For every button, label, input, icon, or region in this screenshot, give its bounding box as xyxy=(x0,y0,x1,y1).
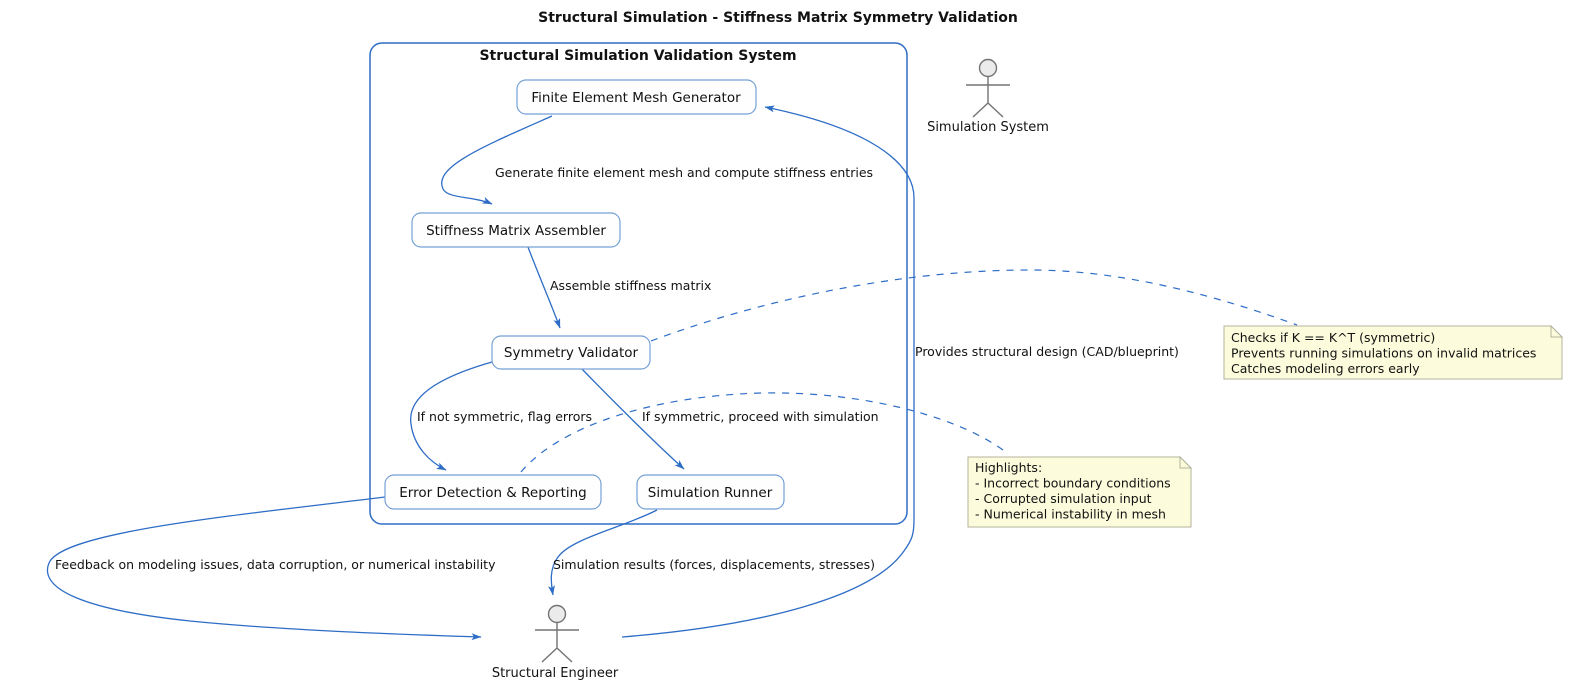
node-mesh-generator-box xyxy=(516,79,757,115)
node-matrix-assembler: Stiffness Matrix Assembler xyxy=(411,212,621,248)
node-mesh-generator-label: Finite Element Mesh Generator xyxy=(531,90,741,106)
system-container-border xyxy=(369,42,908,525)
note-error-line3: - Corrupted simulation input xyxy=(975,491,1152,506)
edge-generate-mesh xyxy=(441,115,553,205)
note-fold-icon xyxy=(1179,455,1193,469)
actor-structural-engineer-label: Structural Engineer xyxy=(492,666,619,681)
note-connectors xyxy=(520,269,1298,473)
note-validator-line1: Checks if K == K^T (symmetric) xyxy=(1231,330,1435,345)
edge-labels: Generate finite element mesh and compute… xyxy=(55,165,1179,572)
system-container: Structural Simulation Validation System xyxy=(369,42,908,525)
node-matrix-assembler-label: Stiffness Matrix Assembler xyxy=(426,223,606,239)
edge-label-assemble: Assemble stiffness matrix xyxy=(550,278,711,293)
actor-structural-engineer-head xyxy=(547,604,567,624)
node-symmetry-validator-box xyxy=(491,335,651,370)
edge-label-symmetric: If symmetric, proceed with simulation xyxy=(642,409,879,424)
note-fold-icon xyxy=(1550,324,1564,338)
node-symmetry-validator-label: Symmetry Validator xyxy=(504,345,639,361)
node-simulation-runner-label: Simulation Runner xyxy=(648,485,773,501)
edge-not-symmetric xyxy=(410,361,493,471)
edge-symmetric xyxy=(581,368,685,470)
note-validator-line3: Catches modeling errors early xyxy=(1231,361,1420,376)
node-error-detection: Error Detection & Reporting xyxy=(384,474,602,510)
diagram-title: Structural Simulation - Stiffness Matrix… xyxy=(538,10,1018,26)
edge-feedback xyxy=(46,496,482,641)
note-error-shape xyxy=(967,456,1192,528)
connector-validator-note xyxy=(650,269,1298,342)
actor-simulation-system-label: Simulation System xyxy=(927,120,1049,135)
actor-simulation-system: Simulation System xyxy=(927,58,1049,135)
edge-label-feedback: Feedback on modeling issues, data corrup… xyxy=(55,557,496,572)
actor-structural-engineer-body xyxy=(535,622,579,663)
edge-provides-design xyxy=(621,105,915,638)
edge-label-provides-design: Provides structural design (CAD/blueprin… xyxy=(915,344,1179,359)
edge-label-results: Simulation results (forces, displacement… xyxy=(553,557,875,572)
edge-label-generate-mesh: Generate finite element mesh and compute… xyxy=(495,165,873,180)
node-error-detection-box xyxy=(384,474,602,510)
note-validator-shape xyxy=(1223,325,1563,380)
edge-results xyxy=(547,509,658,596)
node-simulation-runner: Simulation Runner xyxy=(636,474,785,510)
note-error-highlights: Highlights: - Incorrect boundary conditi… xyxy=(967,455,1193,528)
node-error-detection-label: Error Detection & Reporting xyxy=(399,485,587,501)
node-symmetry-validator: Symmetry Validator xyxy=(491,335,651,370)
note-error-line2: - Incorrect boundary conditions xyxy=(975,476,1171,491)
note-error-line4: - Numerical instability in mesh xyxy=(975,507,1166,522)
node-matrix-assembler-box xyxy=(411,212,621,248)
edges xyxy=(46,105,915,641)
note-validator-line2: Prevents running simulations on invalid … xyxy=(1231,346,1536,361)
connector-error-note xyxy=(520,392,1008,473)
edge-label-not-symmetric: If not symmetric, flag errors xyxy=(417,409,592,424)
actor-simulation-system-head xyxy=(978,58,998,78)
system-container-title: Structural Simulation Validation System xyxy=(479,48,796,64)
actor-structural-engineer: Structural Engineer xyxy=(492,604,619,681)
note-error-line1: Highlights: xyxy=(975,460,1042,475)
node-mesh-generator: Finite Element Mesh Generator xyxy=(516,79,757,115)
node-simulation-runner-box xyxy=(636,474,785,510)
actor-simulation-system-body xyxy=(966,76,1010,118)
edge-assemble-matrix xyxy=(527,246,561,329)
note-validator: Checks if K == K^T (symmetric) Prevents … xyxy=(1223,324,1564,380)
